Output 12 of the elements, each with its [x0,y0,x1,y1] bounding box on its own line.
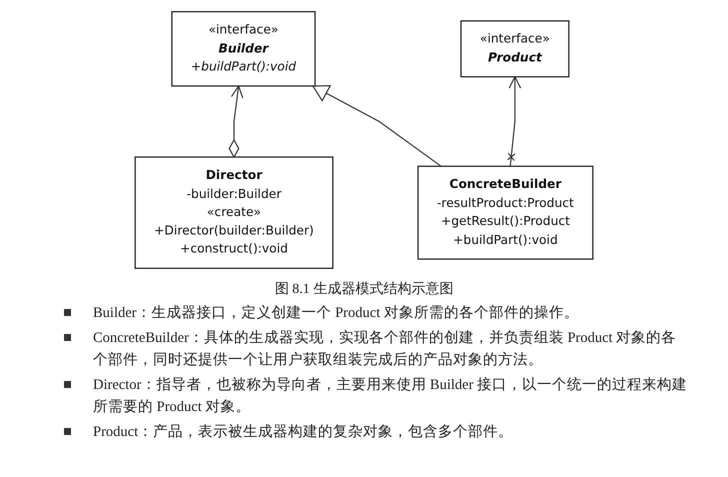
class-box: «interface» Builder +buildPart():void [171,11,316,87]
class-box: «interface» Product [460,20,570,78]
note-text: Product：产品，表示被生成器构建的复杂对象，包含多个部件。 [93,422,514,442]
class-box: Director -builder:Builder «create» +Director(builder:Builder) +construct():void [134,156,334,269]
class-box: ConcreteBuilder -resultProduct:Product +getResult():Product +buildPart():void [417,166,594,260]
association-arrow [507,76,522,166]
note-text: Director：指导者，也被称为导向者，主要用来使用 Builder 接口，以一个统一的过程来构建所需要的 Product 对象。 [93,376,688,417]
note-text: ConcreteBuilder：具体的生成器实现，实现各个部件的创建，并负责组装 Product 对象的各个部件，同时还提供一个让用户获取组装完成后的产品对象的方法。 [93,328,678,370]
generalization-arrow [312,85,442,167]
figure-caption: 图 8.1 生成器模式结构示意图 [274,280,454,298]
note-text: Builder：生成器接口，定义创建一个 Product 对象所需的各个部件的操作。 [93,304,580,323]
association-arrow [228,85,244,158]
